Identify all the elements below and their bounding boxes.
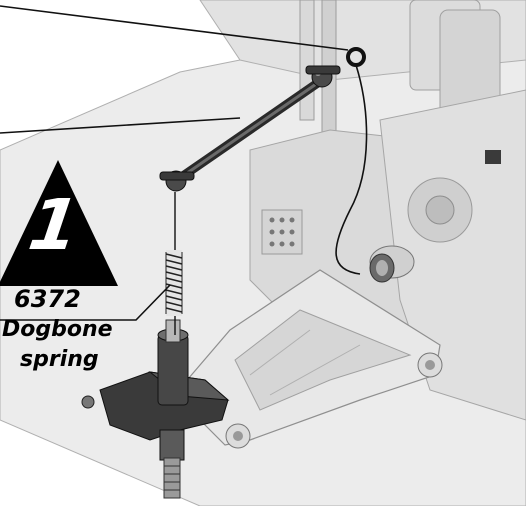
e-clip bbox=[335, 47, 368, 275]
dogbone bbox=[159, 65, 341, 192]
dogbone-spring bbox=[165, 192, 183, 335]
step-number: 1 bbox=[23, 184, 85, 266]
part-number: 6372 bbox=[14, 285, 81, 313]
suspension-arm bbox=[169, 269, 443, 449]
step-triangle bbox=[0, 160, 118, 286]
part-name-line1: Dogbone bbox=[2, 317, 113, 342]
part-name-line2: spring bbox=[20, 347, 99, 372]
hub-carrier bbox=[81, 319, 230, 499]
leader-lines bbox=[0, 5, 349, 321]
